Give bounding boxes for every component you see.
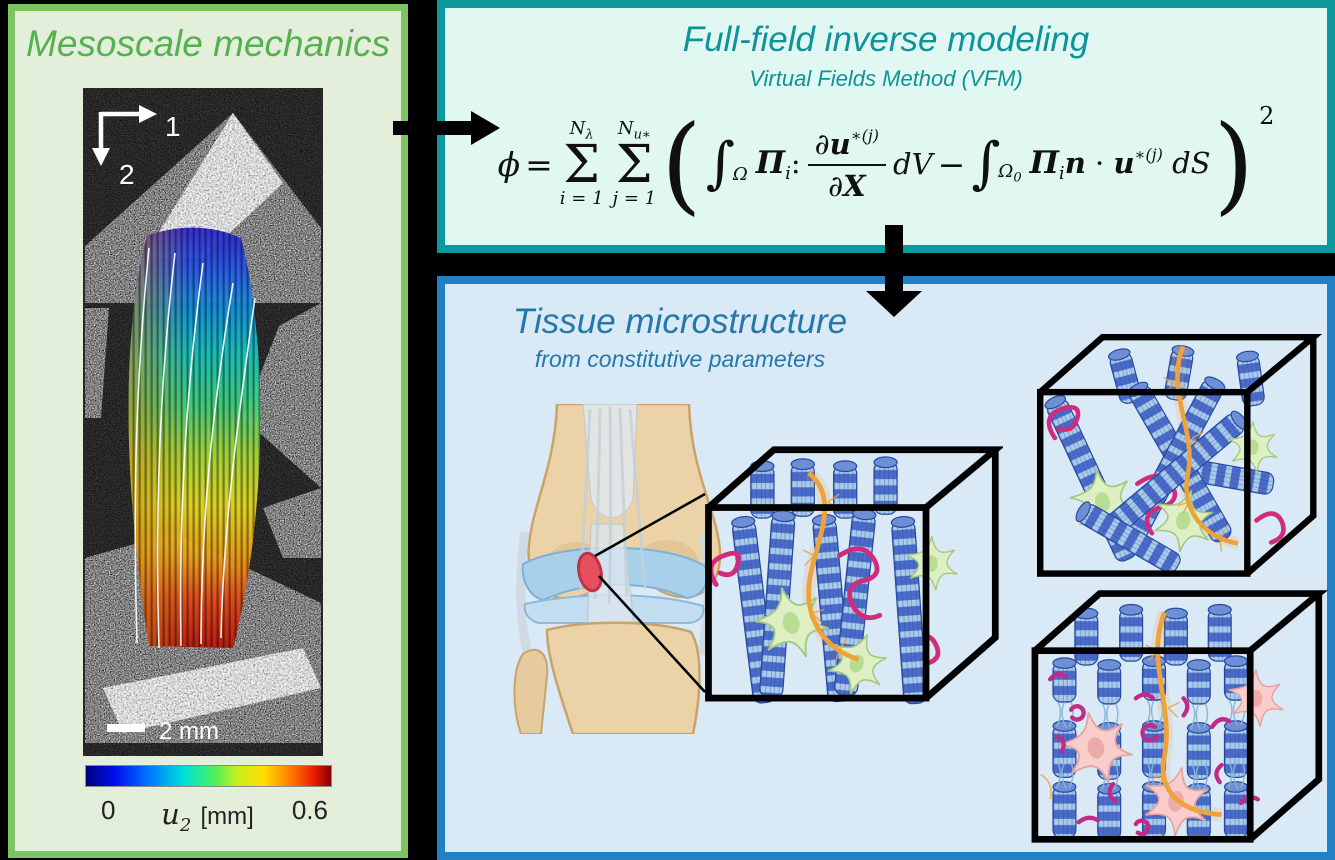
- eq-pi-term: Πi:: [755, 144, 801, 184]
- axes-arrows-icon: [92, 105, 157, 166]
- colorbar-min: 0: [101, 795, 116, 825]
- fiber-twigs: [1162, 376, 1226, 552]
- roi-marker: [577, 551, 603, 593]
- flow-arrow-right: [393, 111, 503, 145]
- eq-power: 2: [1259, 102, 1275, 130]
- mri-displacement-figure: 1 2 2 mm: [83, 88, 323, 756]
- fragmented-proteoglycans: [1048, 671, 1260, 837]
- mri-bright-ridges: [103, 113, 321, 733]
- microstructure-cube-degraded: [1015, 584, 1333, 846]
- eq-gradient-fraction: ∂u∗(j) ∂X: [807, 126, 887, 203]
- panel-title-micro: Tissue microstructure: [512, 302, 848, 341]
- panel-inverse-modeling: Full-field inverse modeling Virtual Fiel…: [437, 0, 1335, 253]
- zoom-connector-lines: [594, 492, 706, 693]
- fibula-bone: [513, 648, 549, 734]
- elastin-fiber: [806, 471, 860, 662]
- tibia-bone: [545, 621, 701, 734]
- panel-mesoscale-mechanics: Mesoscale mechanics: [8, 4, 408, 858]
- eq-surface-integral: ∫ Ω0: [971, 130, 1022, 196]
- fiber-streamlines: [134, 247, 256, 649]
- eq-sum-lambda: Nλ Σ i = 1: [559, 118, 604, 209]
- flow-arrow-down: [866, 225, 922, 317]
- scale-bar: [107, 724, 145, 732]
- colorbar-labels: 0 u2 [mm] 0.6: [85, 791, 330, 836]
- displacement-field: [128, 227, 261, 648]
- scale-bar-label: 2 mm: [159, 718, 219, 745]
- fiber-twigs: [1040, 644, 1181, 800]
- eq-left-paren: (: [661, 101, 702, 227]
- eq-sum-ustar: Nu∗ Σ j = 1: [612, 118, 657, 209]
- eq-traction-term: Πin · u∗(j) dS: [1029, 144, 1211, 184]
- eq-dv: dV: [893, 147, 933, 181]
- eq-right-paren: ): [1213, 101, 1255, 227]
- knee-joint-illustration: [513, 404, 722, 734]
- eq-volume-integral: ∫ Ω: [705, 130, 748, 196]
- colorbar: [85, 765, 332, 787]
- axis-2-label: 2: [119, 159, 135, 190]
- panel-title-inverse: Full-field inverse modeling: [682, 20, 1090, 59]
- vfm-cost-function-equation: ϕ = Nλ Σ i = 1 Nu∗ Σ j = 1 ( ∫ Ω Πi: ∂u∗…: [445, 94, 1327, 234]
- colorbar-symbol: u2 [mm]: [161, 797, 254, 836]
- panel-subtitle-micro: from constitutive parameters: [534, 346, 826, 372]
- axis-1-label: 1: [165, 111, 181, 142]
- microstructure-cube-organized: [695, 440, 1003, 705]
- elastin-fiber: [1175, 345, 1239, 546]
- eq-equals: =: [525, 144, 553, 184]
- eq-minus: −: [937, 144, 966, 184]
- colorbar-max: 0.6: [291, 795, 328, 825]
- panel-title-mesoscale: Mesoscale mechanics: [26, 23, 390, 64]
- panel-subtitle-inverse: Virtual Fields Method (VFM): [749, 66, 1023, 91]
- collateral-ligament: [516, 531, 532, 653]
- eq-phi: ϕ: [497, 144, 521, 184]
- microstructure-cube-disorganized: [1015, 328, 1333, 580]
- panel-tissue-microstructure: Tissue microstructure from constitutive …: [437, 276, 1335, 860]
